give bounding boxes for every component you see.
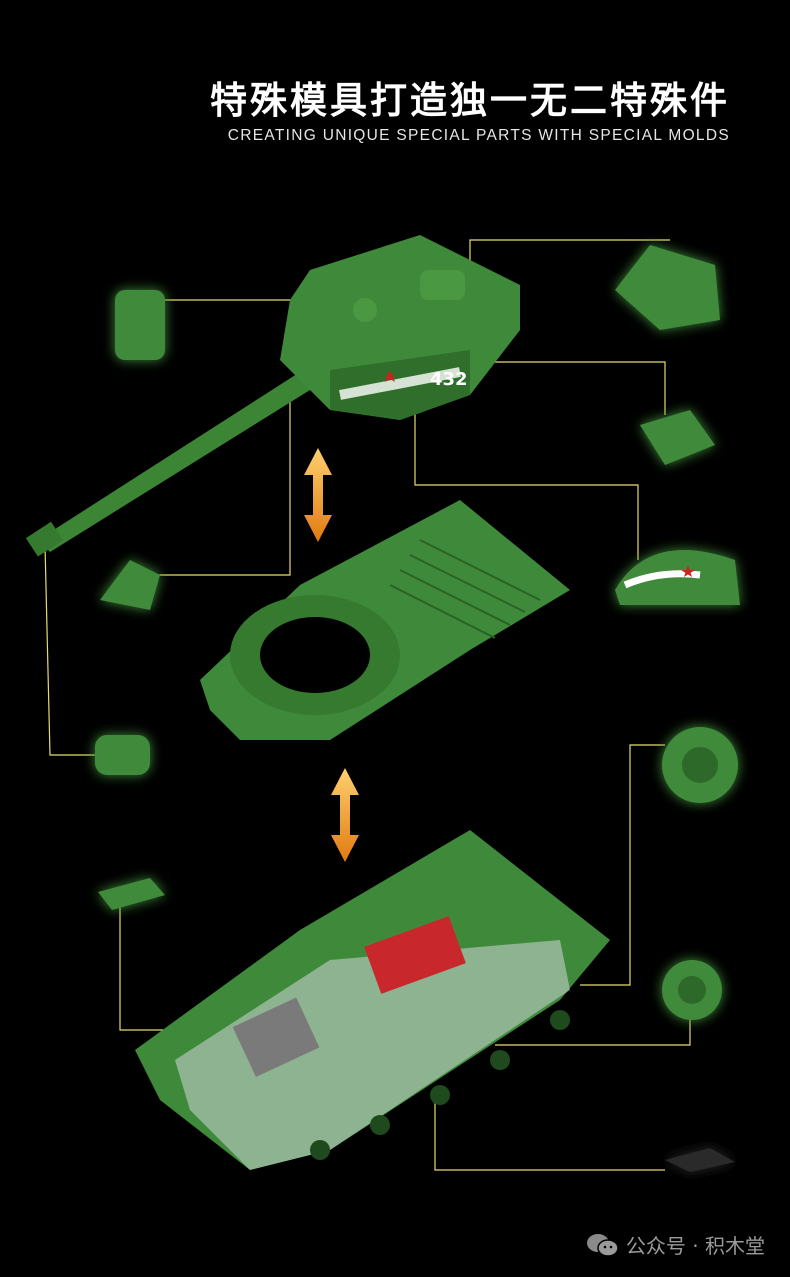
part-turret-front xyxy=(615,550,740,605)
page-title: 特殊模具打造独一无二特殊件 xyxy=(210,79,730,122)
wechat-icon xyxy=(586,1233,619,1257)
gun-barrel xyxy=(25,372,310,557)
part-callouts xyxy=(95,245,740,1172)
part-muzzle-brake xyxy=(95,735,150,775)
turret-number: 432 xyxy=(430,369,468,390)
part-track-link xyxy=(665,1148,735,1172)
hull-lower-chassis xyxy=(135,830,610,1170)
watermark: 公众号 · 积木堂 xyxy=(586,1230,765,1259)
part-cupola xyxy=(615,245,720,330)
part-hatch xyxy=(115,290,165,360)
turret: 432 xyxy=(280,235,520,420)
watermark-text: 公众号 · 积木堂 xyxy=(625,1234,765,1258)
hull-upper-plate xyxy=(200,500,570,740)
part-fender xyxy=(98,878,165,910)
assembly-arrow-lower xyxy=(331,768,359,862)
assembly-arrow-upper xyxy=(304,448,332,542)
part-cone xyxy=(100,560,160,610)
part-plate xyxy=(640,410,715,465)
page-subtitle: CREATING UNIQUE SPECIAL PARTS WITH SPECI… xyxy=(227,127,730,144)
